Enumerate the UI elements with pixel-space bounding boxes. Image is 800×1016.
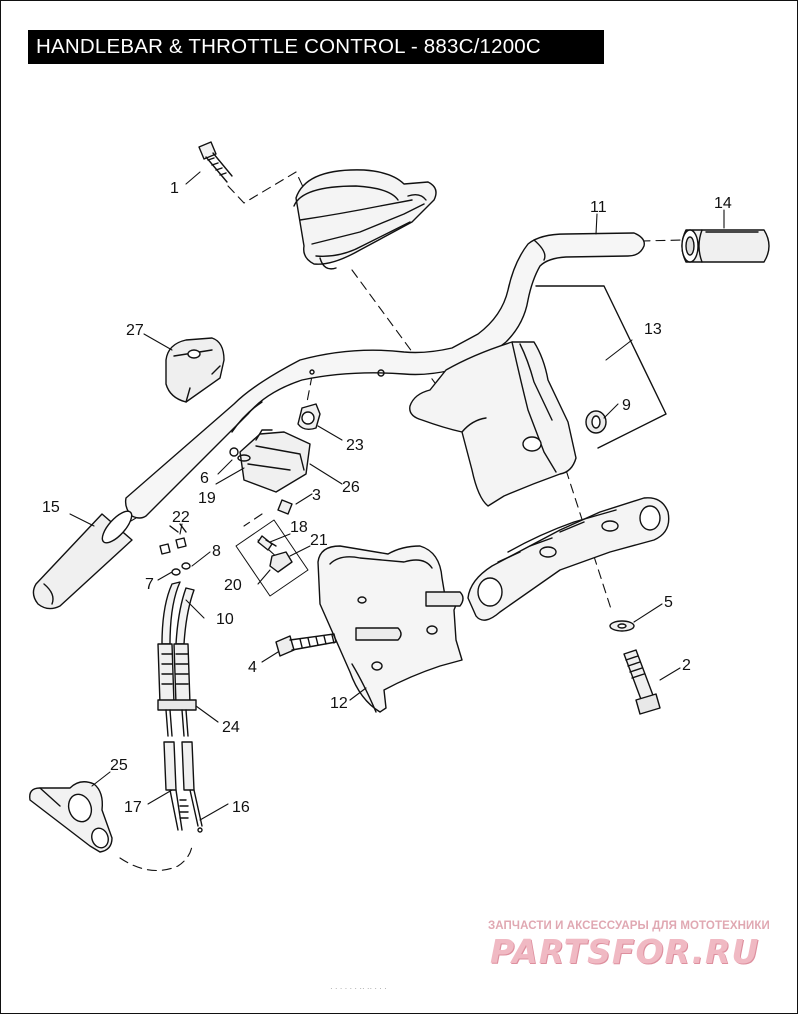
- part-12-riser-bracket: [317, 545, 464, 713]
- part-25-cable-guide: [29, 781, 113, 853]
- callout-10: 10: [216, 611, 234, 628]
- callout-9: 9: [622, 397, 631, 414]
- page-title: HANDLEBAR & THROTTLE CONTROL - 883C/1200…: [36, 35, 541, 58]
- callout-23: 23: [346, 437, 364, 454]
- callout-6: 6: [200, 470, 209, 487]
- watermark: ЗАПЧАСТИ И АКСЕССУАРЫ ДЛЯ МОТОТЕХНИКИ PA…: [488, 920, 788, 971]
- upper-switch-housing: [293, 169, 437, 270]
- callout-11: 11: [590, 199, 607, 216]
- callout-12: 12: [330, 695, 348, 712]
- part-5-washer: [609, 620, 635, 632]
- part-26-switch-housing: [229, 429, 311, 493]
- parts-7-8-ends: [171, 562, 191, 576]
- callout-13: 13: [644, 321, 662, 338]
- callout-5: 5: [664, 594, 673, 611]
- part-20-kit: [235, 519, 309, 597]
- part-4-bolt: [275, 633, 337, 657]
- callout-14: 14: [714, 195, 732, 212]
- watermark-brand-logo: PARTSFOR.RU: [490, 932, 760, 971]
- leader-lines: [69, 171, 725, 821]
- callout-17: 17: [124, 799, 142, 816]
- callout-1: 1: [170, 180, 179, 197]
- part-9-nut: [585, 410, 607, 434]
- part-27-clamp: [165, 337, 225, 403]
- callout-7: 7: [145, 576, 154, 593]
- callout-labels: 1 2 3 4 5 6 7 8 9 10 11 12 13 14 15 16 1…: [42, 180, 732, 816]
- callout-16: 16: [232, 799, 250, 816]
- callout-19: 19: [198, 490, 216, 507]
- callout-26: 26: [342, 479, 360, 496]
- parts-3-18-screws: [257, 499, 293, 551]
- watermark-tagline: ЗАПЧАСТИ И АКСЕССУАРЫ ДЛЯ МОТОТЕХНИКИ: [488, 920, 770, 932]
- callout-18: 18: [290, 519, 308, 536]
- callout-21: 21: [310, 532, 328, 549]
- callout-2: 2: [682, 657, 691, 674]
- callout-24: 24: [222, 719, 240, 736]
- callout-20: 20: [224, 577, 242, 594]
- throttle-cables: [157, 581, 203, 833]
- callout-8: 8: [212, 543, 221, 560]
- part-2-bolt: [623, 649, 661, 715]
- callout-15: 15: [42, 499, 60, 516]
- callout-25: 25: [110, 757, 128, 774]
- callout-4: 4: [248, 659, 257, 676]
- part-13-cover: [409, 285, 667, 507]
- part-22-ferrules: [159, 523, 187, 555]
- callout-27: 27: [126, 322, 144, 339]
- callout-3: 3: [312, 487, 321, 504]
- footer-code: · · · · · · ·· ·· · · ·: [330, 984, 387, 993]
- part-14-grip: [681, 229, 770, 263]
- title-bar: HANDLEBAR & THROTTLE CONTROL - 883C/1200…: [28, 30, 604, 64]
- callout-22: 22: [172, 509, 190, 526]
- part-11-handlebar: [124, 232, 645, 519]
- part-1-screw: [198, 141, 233, 183]
- part-15-grip: [32, 510, 133, 610]
- part-23-clamp: [297, 403, 321, 431]
- lower-triple-clamp: [467, 497, 670, 621]
